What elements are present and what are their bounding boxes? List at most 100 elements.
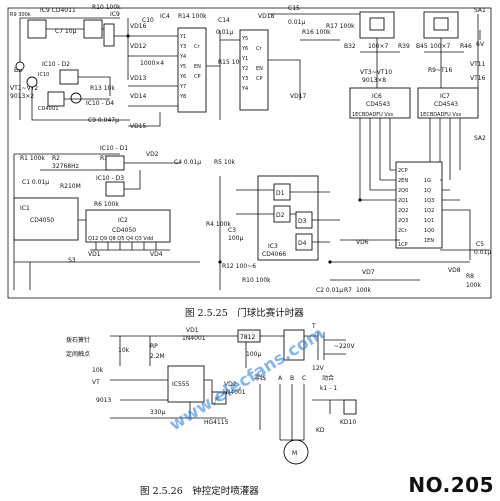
c15v-label: 0.01μ (288, 19, 305, 26)
r2-label: R2 (52, 155, 60, 162)
k1-label: k1 - 1 (320, 385, 337, 392)
ic9b-label: IC9 (110, 11, 120, 18)
ic5-pin-cr: Cr (256, 46, 262, 52)
seg2-label: 1ECBDADFU Vss (420, 112, 461, 118)
wires-bcd-bus (359, 118, 461, 200)
c5v-label: 0.01μ (474, 249, 491, 256)
ic5-pin-y1: Y1 (241, 56, 248, 62)
kd10-box (343, 399, 357, 415)
junction-4 (358, 198, 362, 202)
wires-bottom (330, 239, 490, 281)
c5-label: C5 (476, 241, 484, 248)
r8v-label: 100k (466, 282, 481, 289)
r9b-label: R9~T16 (428, 67, 452, 74)
kd-label: KD (316, 427, 325, 434)
ic5-chip (239, 29, 269, 111)
c15-label: C15 (288, 5, 300, 12)
ic4-pin-cr: Cr (194, 44, 200, 50)
gate-ic10-d1 (105, 155, 125, 171)
r12-label: R12 100~6 (222, 263, 256, 270)
vt-label-2: VT (92, 379, 100, 386)
vd1t-label-2: 1N4001 (182, 335, 206, 342)
gate-ic9-b (83, 19, 103, 39)
buzzer-bd (15, 61, 25, 71)
wires-ic3 (219, 176, 340, 290)
ic4-pin-y6: Y7 (179, 84, 186, 90)
r3-label: R3 (100, 155, 108, 162)
ic4-pin-y7: Y8 (179, 94, 186, 100)
ic7t-label: CD4543 (434, 101, 458, 108)
vd14-label: VD14 (130, 93, 147, 100)
vd1-label: VD1 (88, 251, 101, 258)
r39-label: R39 (398, 43, 410, 50)
rp2-label: 2.2M (150, 353, 165, 360)
b-label: B (290, 375, 294, 382)
c330-label: 330μ (150, 409, 165, 416)
junction-3 (126, 34, 130, 38)
vt5-label: VT3~VT10 (360, 69, 392, 76)
xt-label: 32768Hz (52, 163, 79, 170)
c7-label: C7 10μ (55, 28, 77, 35)
c-label: C (302, 375, 306, 382)
c1-label: C1 0.01μ (22, 179, 49, 186)
transistor-vt1 (26, 76, 38, 88)
ic4-pin-y2: Y3 (179, 44, 186, 50)
resistor-r10 (103, 23, 115, 47)
ic5-pin-en: EN (256, 66, 263, 72)
wires-ic8 (360, 169, 471, 260)
r46-label: R46 (460, 43, 472, 50)
wires-ic4 (128, 35, 220, 127)
k-label: K (215, 396, 220, 403)
bridge-rectifier (283, 329, 305, 361)
gate-ic9-a (27, 19, 47, 39)
junction-1 (218, 260, 222, 264)
pin-1q2: 1Q2 (424, 208, 434, 214)
ic10-d2-label: IC10 - D2 (42, 61, 70, 68)
ic4-chip (177, 27, 207, 113)
r6-label: R6 100k (94, 201, 119, 208)
pin-2q1: 2Q1 (398, 198, 408, 204)
ic4-pin-y5: Y6 (179, 74, 186, 80)
frame (7, 7, 492, 299)
cd4-label: CD40U1 (38, 106, 59, 112)
d2-label: D2 (276, 212, 285, 219)
r7-label: R7 (344, 287, 352, 294)
vd2t-label-2: 1N4001 (222, 389, 246, 396)
vd16-label: VD16 (130, 23, 147, 30)
ic5-pin-y6: Y6 (241, 46, 248, 52)
reed-label: 拨石簧针 (66, 336, 90, 344)
ic10d3-label: IC10 - D3 (96, 175, 124, 182)
b32-label: B32 (344, 43, 356, 50)
pin-1cp: 1CP (398, 242, 408, 248)
vd2-label-2: VD2 (224, 381, 237, 388)
gate-ic10-d4 (47, 91, 65, 107)
vd6-label: VD6 (356, 239, 369, 246)
pin-2q2: 2Q2 (398, 208, 408, 214)
page-number: NO.205 (408, 473, 494, 497)
r10k2-label: 10k (92, 367, 104, 374)
gate-ic10-d2 (59, 69, 79, 85)
seg1-label: 1ECBDADFU Vss (352, 112, 393, 118)
vd12-label: VD12 (130, 43, 147, 50)
bd-label: BD (14, 67, 23, 74)
rp-label: RP (150, 343, 158, 350)
c14v-label: 0.01μ (216, 29, 233, 36)
sa1-label: SA1 (474, 7, 486, 14)
c7812-label: 7812 (240, 334, 255, 341)
vt-label: VT1~VT2 (10, 85, 38, 92)
vd2-label: VD2 (146, 151, 159, 158)
ic5-pin-y5: Y5 (241, 36, 248, 42)
kd10-label: KD10 (340, 419, 356, 426)
s3-label: S3 (68, 257, 76, 264)
display-right-seg (433, 17, 449, 31)
ic4-pin-y3: Y4 (179, 54, 186, 60)
pin-1q0: 1Q0 (424, 228, 434, 234)
v12-label: 12V (312, 365, 325, 372)
r10k-label: 10k (118, 347, 130, 354)
ic3-label: IC3 (268, 243, 278, 250)
r5-label: R5 10k (214, 159, 236, 166)
r14-label: R14 100k (178, 13, 207, 20)
r21-label: R210M (60, 183, 81, 190)
pin-2en: 2EN (398, 178, 408, 184)
